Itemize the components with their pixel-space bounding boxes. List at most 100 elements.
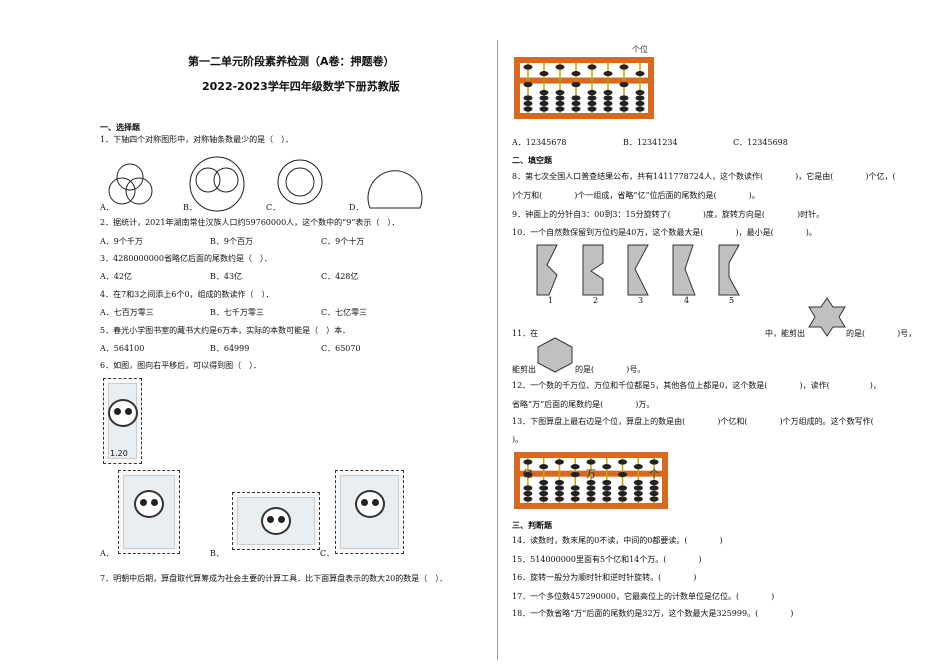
panda-image [107,398,138,427]
abacus-bead [635,95,645,101]
abacus-bead [539,95,549,101]
question-4: 4．在7和3之间添上6个0，组成的数读作（ ）． [100,290,274,299]
question-5: 5．春光小学图书室的藏书大约是6万本，实际的本数可能是（ ）本． [100,326,351,335]
q2-option-a: A．9个千万 [100,237,143,246]
stamp-option-b [232,492,320,550]
abacus-bead [570,490,580,497]
abacus-bead [649,490,659,497]
abacus-bead [602,485,612,491]
abacus-bead [586,459,596,465]
abacus-bead [619,95,629,101]
abacus-ones-label: 个位 [632,45,648,54]
cut-shape-2 [582,244,604,296]
abacus-beam [520,77,648,84]
figure-cut-circle [367,170,423,209]
abacus-bead [602,496,612,502]
abacus-bead [539,496,549,502]
q11-cut-shapes [536,244,740,296]
question-6: 6．如图，图向右平移后，可以得到图（ ）． [100,361,262,370]
q7-option-b: B．12341234 [623,138,678,147]
section-fill: 二、填空题 [512,156,552,165]
shape-label-5: 5 [729,296,735,305]
section-choice: 一、选择题 [100,123,140,132]
abacus-bead [619,106,629,112]
question-11-line2a: 能剪出 [512,365,536,374]
abacus-q13: 亿万个 [514,452,668,509]
abacus-bead [523,459,533,465]
abacus-bead [539,485,549,491]
q6-option-b: B． [210,549,224,558]
abacus-bead [603,100,613,107]
abacus-bead [554,496,564,502]
abacus-bead [571,106,581,112]
abacus-place-label: 万 [586,470,596,481]
abacus-bead [554,485,564,491]
q2-option-c: C．9个十万 [321,237,365,246]
question-11-end: 的是( )号， [846,329,917,338]
question-15: 15．514000000里面有5个亿和14个万。( ) [512,555,702,564]
question-1: 1．下轴四个对称图形中，对称轴条数最少的是（ ）． [100,135,294,144]
question-2: 2．据统计，2021年湖南常住汉族人口约59760000人，这个数中的“9”表示… [100,218,400,227]
question-11-prefix: 11．在 [512,329,539,338]
abacus-bead [586,490,596,497]
abacus-bead [555,89,565,96]
question-11-mid: 中，能剪出 [765,329,805,338]
question-11-line2b: 的是( )号。 [575,365,646,374]
abacus-bead [649,485,659,491]
q3-option-a: A．42亿 [100,272,132,281]
abacus-bead [618,485,628,491]
q4-option-b: B．七千万零三 [210,308,264,317]
abacus-bead [618,496,628,502]
abacus-bead [587,89,597,96]
abacus-bead [618,490,628,497]
abacus-bead [523,106,533,112]
q4-option-a: A．七百万零三 [100,308,154,317]
abacus-bead [619,64,629,70]
abacus-inner [520,63,648,113]
abacus-bead [633,485,643,491]
shape-label-3: 3 [638,296,644,305]
abacus-bead [523,100,533,107]
abacus-bead [523,64,533,70]
q3-option-b: B．43亿 [210,272,243,281]
q4-option-c: C．七亿零三 [321,308,368,317]
stamp-option-c [335,470,404,554]
cut-shape-1 [536,244,558,296]
abacus-bead [635,89,645,96]
abacus-bead [555,106,565,112]
q1-option-b: B． [183,203,197,212]
abacus-bead [555,100,565,107]
abacus-bead [571,100,581,107]
abacus-bead [602,464,612,470]
question-17: 17．一个多位数457290000，它最高位上的计数单位是亿位。( ) [512,592,775,601]
abacus-bead [618,471,628,478]
abacus-bead [587,100,597,107]
question-8-line2: )个万和( )个一组成，省略“亿”位后面的尾数约是( )。 [512,191,760,200]
figure-concentric-circles [277,159,323,205]
shape-label-4: 4 [684,296,690,305]
shape-label-1: 1 [548,296,554,305]
q7-option-a: A．12345678 [512,138,567,147]
cut-shape-3 [627,244,649,296]
abacus-q7 [514,57,654,119]
abacus-place-label: 亿 [523,468,533,481]
abacus-bead [571,95,581,101]
abacus-bead [539,490,549,497]
figure-three-circles [108,163,153,205]
abacus-bead [555,64,565,70]
abacus-bead [523,81,533,88]
abacus-bead [586,479,596,486]
abacus-bead [635,106,645,112]
abacus-bead [633,464,643,470]
abacus-bead [539,89,549,96]
stamp-option-a [118,470,180,554]
abacus-bead [570,464,580,470]
question-10: 10．一个自然数保留到万位约是40万，这个数最大是( )，最小是( )。 [512,228,817,237]
abacus-bead [539,100,549,107]
question-14: 14．读数时，数末尾的0不读，中间的0都要读。( ) [512,536,723,545]
abacus-bead [602,479,612,486]
page-title: 第一二单元阶段素养检测（A卷：押题卷） [188,55,395,68]
abacus-bead [554,490,564,497]
abacus-bead [618,459,628,465]
